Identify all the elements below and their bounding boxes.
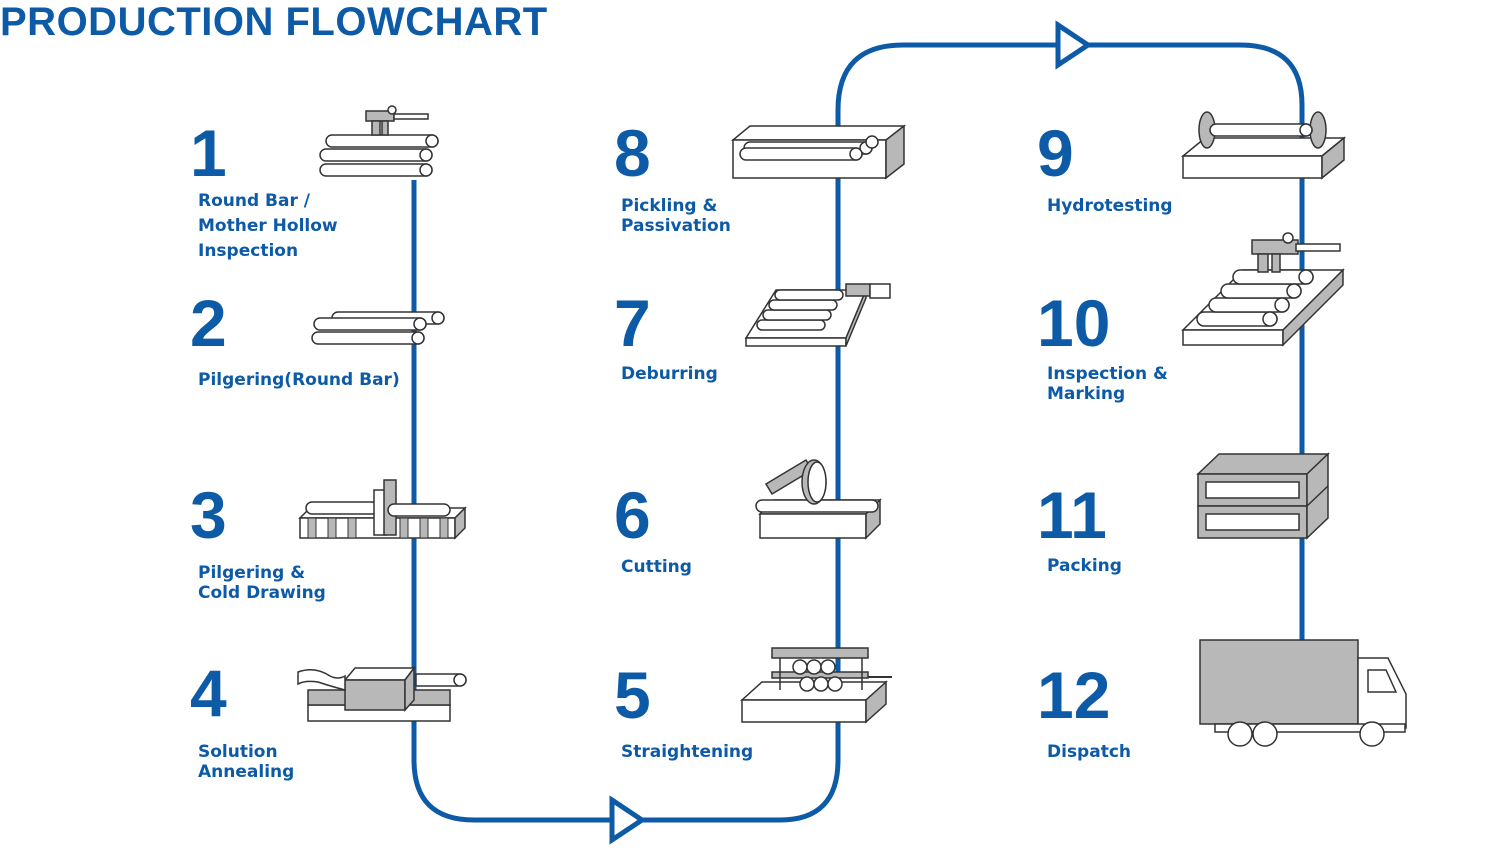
step-label-line: Passivation [621, 216, 731, 236]
hydrotest-bench-icon [1180, 111, 1347, 180]
step-label: Pilgering(Round Bar) [198, 370, 400, 390]
cutting-saw-icon [755, 458, 882, 540]
step-label-line: Cold Drawing [198, 583, 326, 603]
step-label-line: Round Bar / [198, 191, 311, 211]
step-label: Dispatch [1047, 742, 1131, 762]
flow-arrow-top-icon [1055, 20, 1093, 70]
step-label-line: Inspection & [1047, 364, 1168, 384]
step-label-line: Deburring [621, 364, 718, 384]
step-label-line: Marking [1047, 384, 1126, 404]
step-label-line: Pickling & [621, 196, 718, 216]
step-label-line: Pilgering(Round Bar) [198, 370, 400, 390]
straightening-machine-icon [740, 647, 892, 724]
pickling-tank-icon [730, 124, 907, 180]
step-label: Pilgering & Cold Drawing [198, 563, 326, 603]
step-label: Deburring [621, 364, 718, 384]
step-label: Hydrotesting [1047, 196, 1173, 216]
step-number: 2 [190, 286, 227, 360]
delivery-truck-icon [1199, 639, 1407, 747]
step-number: 7 [614, 286, 651, 360]
step-label-line: Hydrotesting [1047, 196, 1173, 216]
deburring-tray-icon [744, 283, 891, 347]
step-label: Inspection & Marking [1047, 364, 1168, 404]
step-number: 1 [190, 116, 227, 190]
round-bar-inspection-icon [319, 105, 439, 177]
step-number: 12 [1037, 658, 1111, 732]
step-label: Round Bar / Mother Hollow Inspection [198, 189, 338, 264]
marking-inspection-icon [1181, 232, 1345, 347]
flow-arrow-bottom-icon [609, 795, 647, 845]
step-label: Pickling & Passivation [621, 196, 731, 236]
step-number: 5 [614, 658, 651, 732]
step-number: 9 [1037, 116, 1074, 190]
step-number: 11 [1037, 478, 1107, 552]
step-label: Cutting [621, 557, 692, 577]
step-number: 10 [1037, 286, 1111, 360]
step-label-line: Cutting [621, 557, 692, 577]
step-label-line: Annealing [198, 762, 295, 782]
step-number: 8 [614, 116, 651, 190]
step-label-line: Inspection [198, 241, 299, 261]
annealing-furnace-icon [297, 665, 467, 722]
flow-path [411, 20, 1305, 845]
step-label: Packing [1047, 556, 1122, 576]
step-label-line: Packing [1047, 556, 1122, 576]
step-label-line: Straightening [621, 742, 754, 762]
pilgering-machine-icon [298, 479, 467, 540]
step-label: Solution Annealing [198, 742, 294, 782]
page-title: PRODUCTION FLOWCHART [0, 0, 548, 44]
step-label-line: Pilgering & [198, 563, 306, 583]
step-label-line: Dispatch [1047, 742, 1132, 762]
step-number: 3 [190, 478, 227, 552]
step-label-line: Mother Hollow [198, 216, 338, 236]
step-label: Straightening [621, 742, 753, 762]
step-number: 6 [614, 478, 651, 552]
step-number: 4 [190, 656, 227, 730]
packing-crate-icon [1196, 452, 1330, 540]
round-bars-icon [311, 311, 445, 345]
step-label-line: Solution [198, 742, 278, 762]
